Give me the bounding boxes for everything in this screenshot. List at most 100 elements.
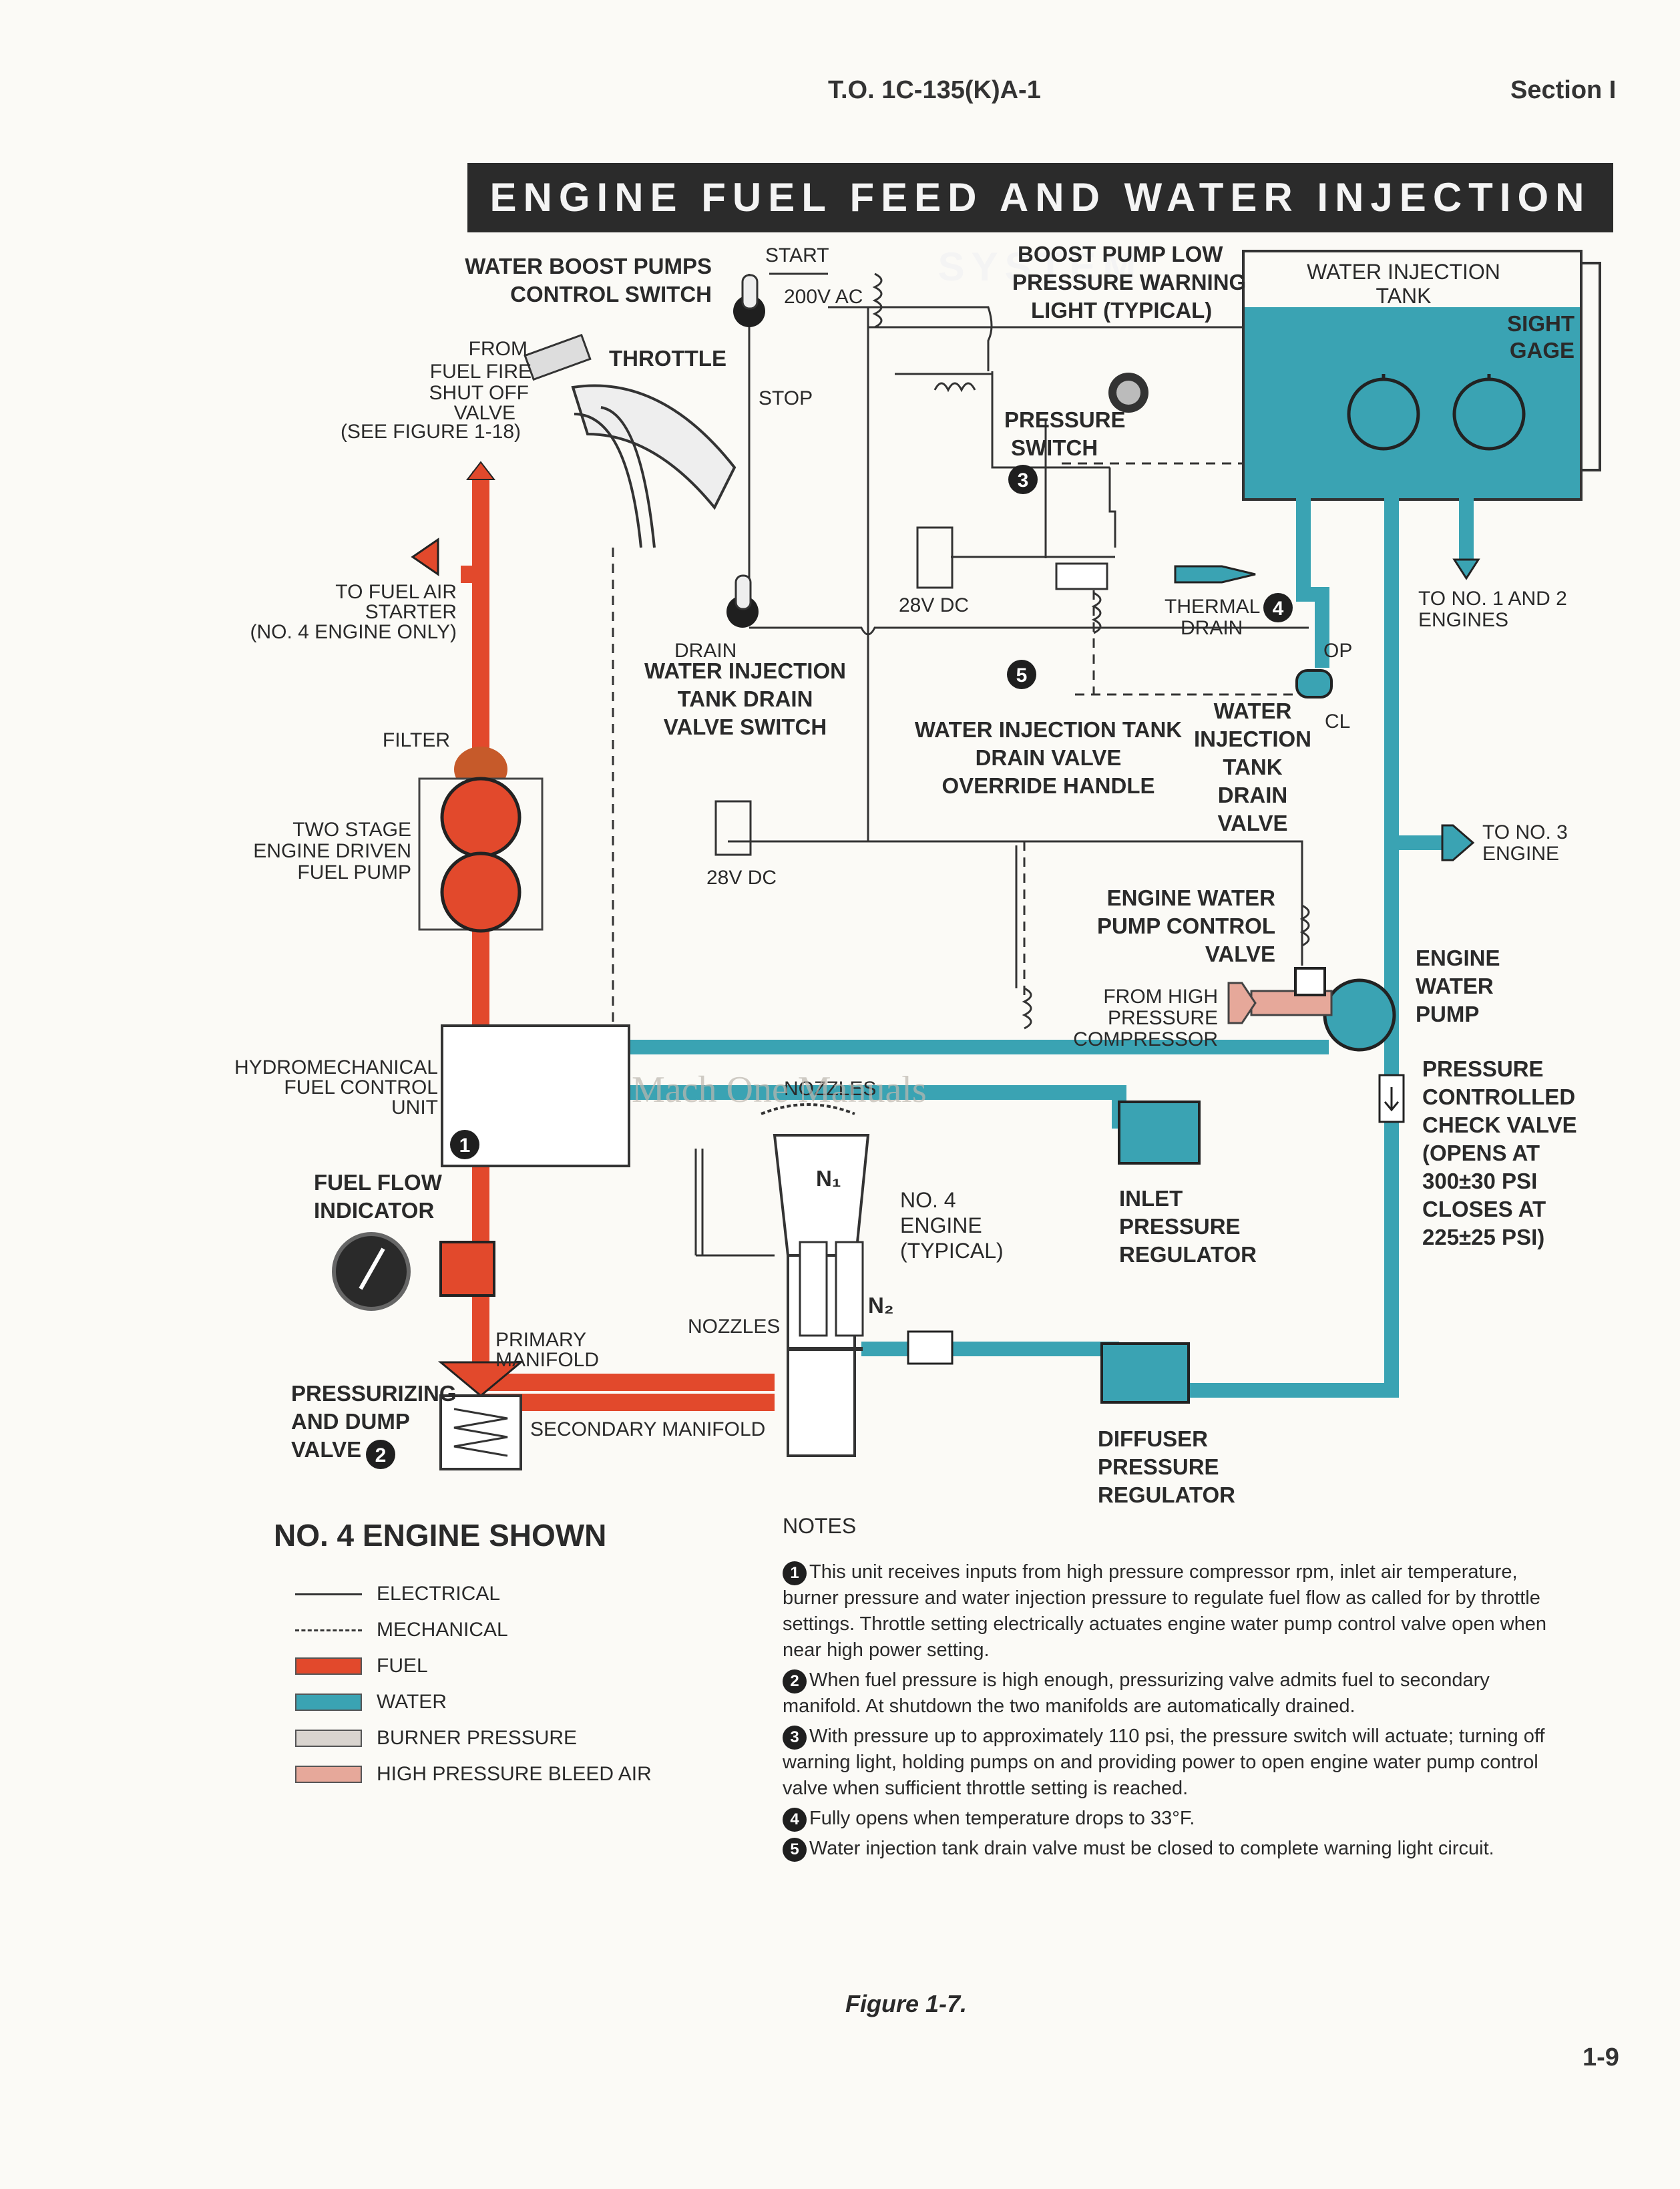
doc-id: T.O. 1C-135(K)A-1	[828, 76, 1041, 104]
svg-text:WATER BOOST PUMPS: WATER BOOST PUMPS	[465, 254, 712, 278]
svg-text:ENGINES: ENGINES	[1418, 609, 1508, 631]
svg-text:ENGINE DRIVEN: ENGINE DRIVEN	[253, 840, 411, 862]
mechanical-linkage	[612, 307, 1295, 1022]
svg-text:1: 1	[459, 1135, 471, 1157]
svg-text:MANIFOLD: MANIFOLD	[495, 1349, 599, 1371]
engine-water-pump-control-valve	[1294, 967, 1326, 996]
svg-text:200V AC: 200V AC	[784, 286, 863, 308]
svg-text:PRESSURE: PRESSURE	[1422, 1056, 1544, 1081]
legend-item-bleed-air: HIGH PRESSURE BLEED AIR	[295, 1756, 652, 1792]
svg-text:2: 2	[375, 1444, 387, 1466]
diffuser-pressure-regulator	[1100, 1342, 1190, 1404]
svg-text:UNIT: UNIT	[391, 1097, 438, 1119]
svg-text:N₁: N₁	[816, 1166, 841, 1191]
legend-item-mechanical: MECHANICAL	[295, 1612, 652, 1648]
svg-text:FILTER: FILTER	[383, 729, 450, 751]
svg-text:WATER: WATER	[1416, 974, 1494, 998]
sight-gage	[1581, 262, 1601, 471]
svg-text:ENGINE WATER: ENGINE WATER	[1107, 885, 1276, 910]
legend: NO. 4 ENGINE SHOWN ELECTRICAL MECHANICAL…	[274, 1517, 652, 1792]
svg-text:HYDROMECHANICAL: HYDROMECHANICAL	[234, 1056, 438, 1078]
legend-swatch-electrical	[295, 1593, 362, 1595]
svg-text:AND DUMP: AND DUMP	[291, 1409, 410, 1434]
section-label: Section I	[1510, 76, 1617, 104]
to-fuel-air-starter-arrow	[411, 538, 439, 576]
svg-text:TO NO. 3: TO NO. 3	[1482, 821, 1568, 843]
no-4-engine	[773, 1134, 870, 1257]
engine-water-pump	[1323, 978, 1396, 1052]
svg-text:DRAIN: DRAIN	[674, 640, 737, 662]
svg-text:FUEL PUMP: FUEL PUMP	[297, 861, 411, 883]
diagram-title: ENGINE FUEL FEED AND WATER INJECTION SYS…	[467, 163, 1613, 289]
to-no-1-2-arrow	[1452, 558, 1480, 580]
svg-text:DRAIN VALVE: DRAIN VALVE	[976, 745, 1122, 770]
fuel-pump-stage-2	[440, 851, 521, 933]
legend-swatch-fuel	[295, 1657, 362, 1675]
svg-text:PRIMARY: PRIMARY	[495, 1329, 586, 1351]
svg-text:PUMP CONTROL: PUMP CONTROL	[1097, 914, 1275, 938]
svg-text:DRAIN: DRAIN	[1218, 783, 1288, 807]
svg-text:STARTER: STARTER	[365, 601, 457, 623]
svg-text:VALVE: VALVE	[1217, 811, 1287, 835]
legend-title: NO. 4 ENGINE SHOWN	[274, 1518, 607, 1553]
svg-text:VALVE: VALVE	[291, 1437, 361, 1462]
svg-text:(TYPICAL): (TYPICAL)	[900, 1239, 1004, 1263]
thermal-drain	[1174, 565, 1256, 584]
svg-text:VALVE SWITCH: VALVE SWITCH	[664, 715, 827, 739]
svg-text:SHUT OFF: SHUT OFF	[429, 382, 529, 404]
svg-text:28V DC: 28V DC	[706, 867, 777, 889]
svg-text:VALVE: VALVE	[1205, 942, 1275, 966]
svg-text:TANK: TANK	[1223, 755, 1282, 779]
svg-text:PRESSURE: PRESSURE	[1119, 1214, 1241, 1239]
svg-text:SIGHT: SIGHT	[1507, 311, 1574, 336]
svg-text:28V DC: 28V DC	[899, 594, 969, 616]
svg-text:5: 5	[1016, 664, 1028, 686]
svg-text:TANK: TANK	[1376, 284, 1432, 308]
legend-item-electrical: ELECTRICAL	[295, 1576, 652, 1612]
svg-text:CL: CL	[1325, 711, 1350, 733]
throttle-quadrant	[571, 384, 737, 510]
svg-text:225±25 PSI): 225±25 PSI)	[1422, 1225, 1544, 1249]
svg-text:3: 3	[1018, 469, 1029, 491]
drain-valve-body	[1295, 669, 1333, 699]
legend-swatch-mechanical	[295, 1629, 362, 1631]
svg-text:TO NO. 1 AND 2: TO NO. 1 AND 2	[1418, 588, 1567, 610]
solenoid-coil	[872, 272, 883, 329]
svg-text:4: 4	[1273, 598, 1284, 620]
svg-text:DRAIN: DRAIN	[1181, 617, 1243, 639]
inlet-pressure-regulator	[1118, 1101, 1201, 1165]
notes-heading: NOTES	[783, 1514, 857, 1538]
svg-text:TO FUEL AIR: TO FUEL AIR	[335, 581, 457, 603]
pressurizing-dump-valve	[437, 1361, 524, 1397]
svg-text:WATER INJECTION TANK: WATER INJECTION TANK	[915, 717, 1182, 742]
svg-text:FUEL CONTROL: FUEL CONTROL	[284, 1076, 438, 1099]
svg-text:CHECK VALVE: CHECK VALVE	[1422, 1113, 1577, 1137]
boost-pump-2	[1452, 377, 1526, 451]
svg-text:OVERRIDE HANDLE: OVERRIDE HANDLE	[941, 773, 1154, 798]
svg-text:STOP: STOP	[759, 387, 813, 409]
svg-text:N₂: N₂	[868, 1293, 894, 1318]
svg-text:LIGHT (TYPICAL): LIGHT (TYPICAL)	[1031, 298, 1212, 323]
fuel-inlet-arrow	[465, 461, 496, 480]
svg-text:THERMAL: THERMAL	[1165, 596, 1260, 618]
legend-item-fuel: FUEL	[295, 1648, 652, 1684]
water-check-small	[907, 1330, 954, 1365]
fuel-flow-transmitter	[439, 1241, 495, 1297]
svg-text:NO. 4: NO. 4	[900, 1188, 956, 1212]
svg-text:ENGINE: ENGINE	[1416, 946, 1500, 970]
svg-text:PRESSURIZING: PRESSURIZING	[291, 1381, 457, 1406]
bleed-air-arrow	[1227, 982, 1257, 1024]
throttle-lever	[523, 333, 592, 381]
svg-text:(SEE FIGURE 1-18): (SEE FIGURE 1-18)	[341, 421, 521, 443]
page-number: 1-9	[1583, 2043, 1619, 2071]
fuel-control-unit	[441, 1024, 630, 1167]
svg-text:PRESSURE: PRESSURE	[1098, 1454, 1219, 1479]
svg-text:VALVE: VALVE	[454, 402, 515, 424]
legend-swatch-bleed	[295, 1766, 362, 1783]
legend-item-burner-pressure: BURNER PRESSURE	[295, 1720, 652, 1756]
